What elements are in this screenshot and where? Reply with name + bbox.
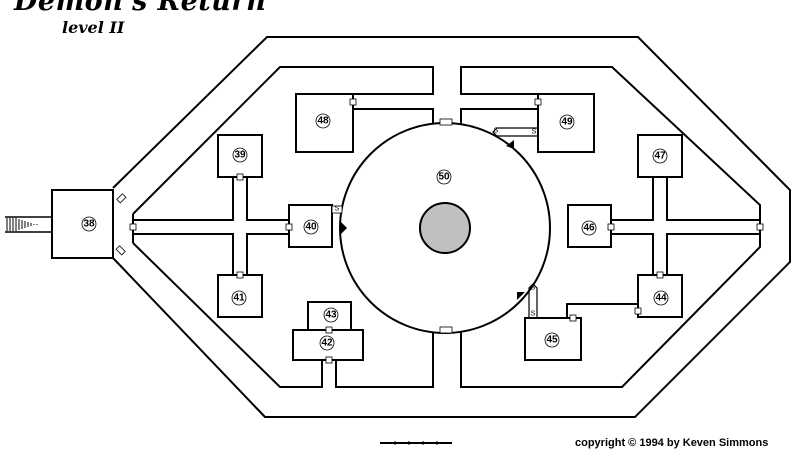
scale-bar <box>380 441 452 445</box>
svg-text:47: 47 <box>654 151 666 162</box>
inner-wall-top-left <box>132 66 434 215</box>
room-label-46: 46 <box>581 220 597 236</box>
svg-text:42: 42 <box>321 338 333 349</box>
inner-wall-bottom <box>335 330 434 388</box>
outer-wall <box>112 36 791 418</box>
door-icon <box>116 193 127 204</box>
east-corridor <box>566 177 760 318</box>
west-corridor <box>133 177 289 275</box>
central-pillar <box>419 202 471 254</box>
door-icon <box>534 98 542 106</box>
secret-door-mark: S <box>532 129 537 136</box>
copyright-notice: copyright © 1994 by Keven Simmons <box>575 437 769 449</box>
inner-wall-top-left-2 <box>353 108 434 124</box>
svg-text:40: 40 <box>305 222 317 233</box>
room-label-42: 42 <box>319 335 335 351</box>
one-way-door-icon <box>506 140 514 149</box>
room-label-48: 48 <box>315 113 331 129</box>
door-icon <box>325 326 333 334</box>
room-label-44: 44 <box>653 290 669 306</box>
door-icon <box>325 356 333 364</box>
secret-door-mark: S <box>494 128 499 135</box>
door-icon <box>634 307 642 315</box>
svg-text:49: 49 <box>561 117 573 128</box>
stairs-icon <box>5 216 52 233</box>
inner-wall-bottom-left <box>132 242 323 388</box>
one-way-door-icon <box>341 222 347 234</box>
door-icon <box>236 173 244 181</box>
secret-door-mark: S <box>335 206 340 213</box>
svg-text:50: 50 <box>438 172 450 183</box>
door-icon <box>439 326 453 334</box>
door-icon <box>236 271 244 279</box>
map-subtitle: level II <box>62 18 125 37</box>
one-way-door-icon <box>517 292 525 300</box>
svg-text:41: 41 <box>233 293 245 304</box>
room-48 <box>295 93 354 153</box>
door-icon <box>285 223 293 231</box>
room-label-38: 38 <box>81 216 97 232</box>
secret-door-mark: S <box>531 285 536 292</box>
svg-text:44: 44 <box>655 293 667 304</box>
svg-text:48: 48 <box>317 116 329 127</box>
door-icon <box>656 271 664 279</box>
room-label-50: 50 <box>436 169 452 185</box>
room-label-39: 39 <box>232 147 248 163</box>
door-icon <box>115 245 126 256</box>
svg-text:39: 39 <box>234 150 246 161</box>
secret-passage-north: S S <box>492 127 538 137</box>
svg-text:38: 38 <box>83 219 95 230</box>
svg-text:46: 46 <box>583 223 595 234</box>
door-icon <box>569 314 577 322</box>
svg-text:43: 43 <box>325 310 337 321</box>
inner-wall-top-right-2 <box>460 66 761 388</box>
door-icon <box>349 98 357 106</box>
map-title: Demon's Return <box>14 0 267 17</box>
room-label-47: 47 <box>652 148 668 164</box>
door-icon <box>439 118 453 126</box>
room-label-40: 40 <box>303 219 319 235</box>
room-label-49: 49 <box>559 114 575 130</box>
secret-door-mark: S <box>531 311 536 318</box>
inner-wall-top-right <box>460 108 538 124</box>
room-label-43: 43 <box>323 307 339 323</box>
secret-passage-southeast: S S <box>528 283 538 318</box>
secret-door-west: S <box>331 206 343 214</box>
door-icon <box>129 223 137 231</box>
room-label-45: 45 <box>544 332 560 348</box>
svg-text:45: 45 <box>546 335 558 346</box>
doors <box>115 98 764 364</box>
room-label-41: 41 <box>231 290 247 306</box>
door-icon <box>607 223 615 231</box>
door-icon <box>756 223 764 231</box>
